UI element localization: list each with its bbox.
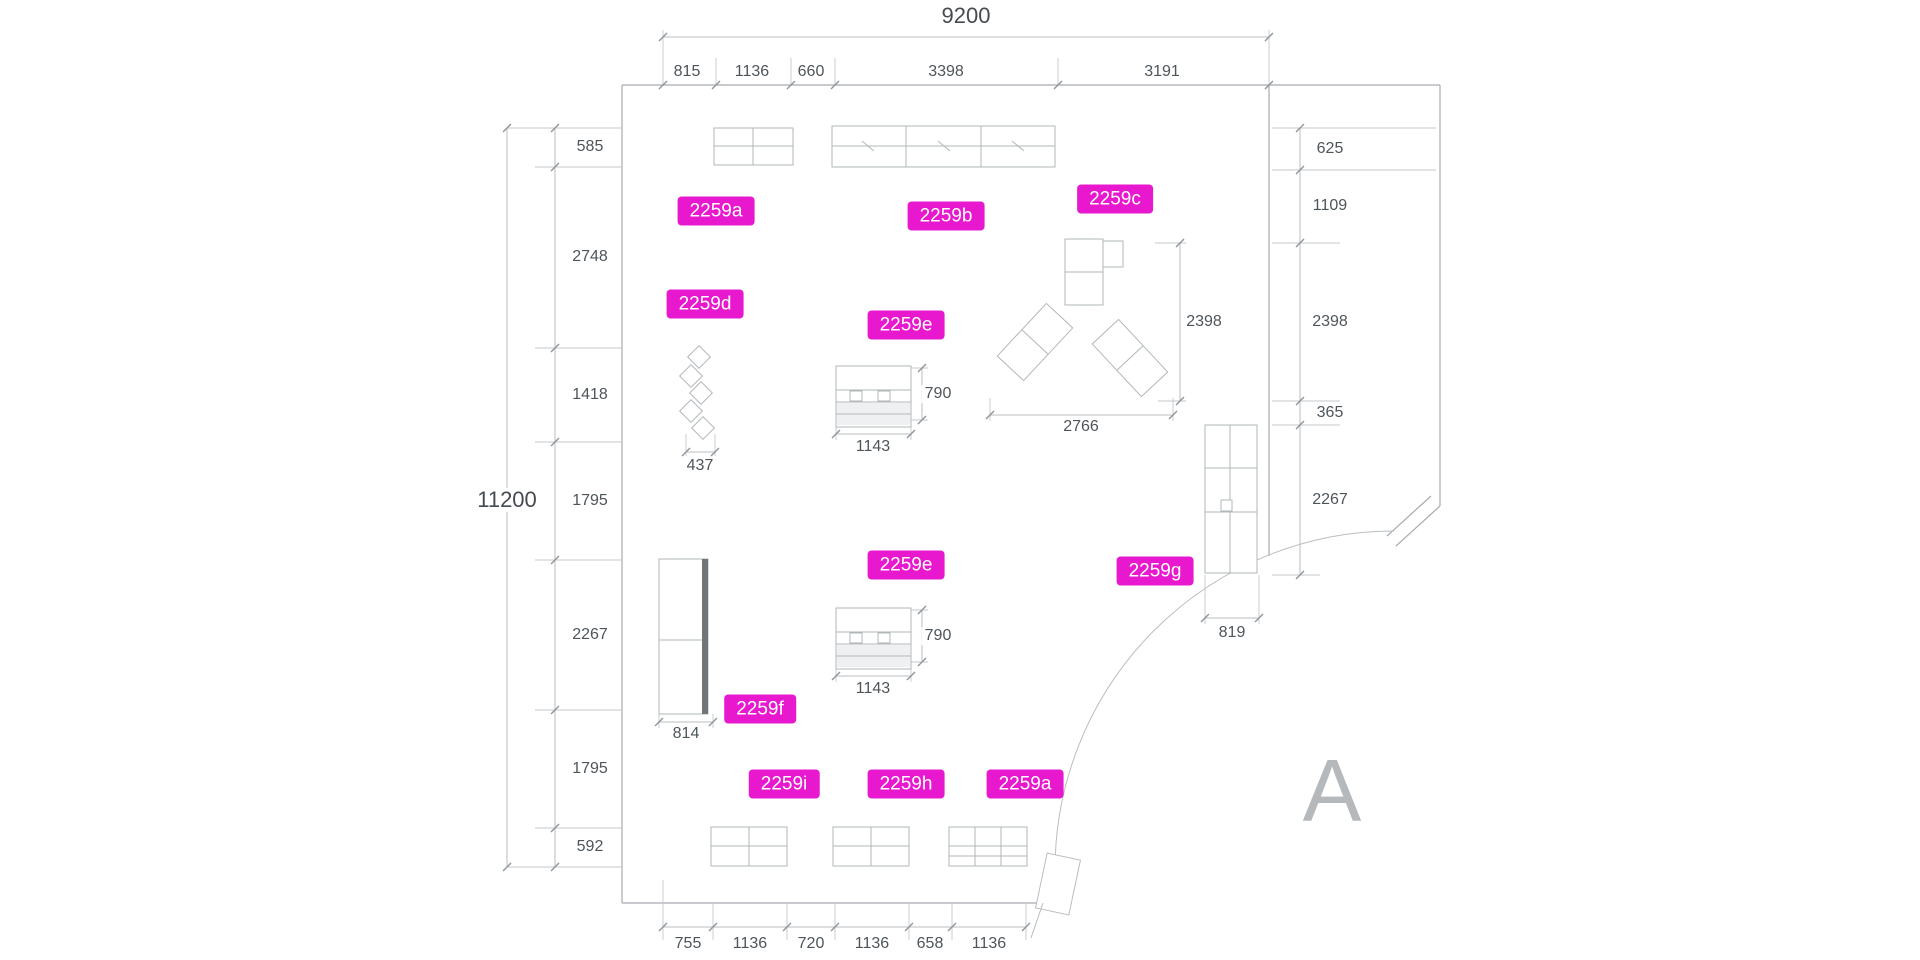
dim-right-4: 2267 (1309, 491, 1351, 509)
tag-2259b[interactable]: 2259b (907, 201, 985, 231)
dim-bottom-4: 658 (913, 935, 947, 953)
dim-left-4: 2267 (569, 626, 611, 644)
tag-2259c[interactable]: 2259c (1077, 184, 1153, 214)
door-arc (1054, 530, 1395, 871)
cabinet-top-left (713, 127, 794, 166)
wall-outline (621, 84, 1441, 904)
dim-right-3: 365 (1313, 404, 1347, 422)
dimension-ticks (502, 32, 1305, 932)
dim-sofa-depth: 2398 (1183, 313, 1225, 331)
dim-left-6: 592 (573, 838, 607, 856)
dim-top-4: 3191 (1141, 63, 1183, 81)
dim-left-5: 1795 (569, 760, 611, 778)
dim-top-0: 815 (670, 63, 704, 81)
dim-wardrobe-width: 814 (669, 725, 703, 743)
tag-2259a-bottom[interactable]: 2259a (986, 769, 1064, 799)
tag-2259d[interactable]: 2259d (666, 289, 744, 319)
wall-corner-angled (1386, 495, 1441, 547)
tag-2259f[interactable]: 2259f (724, 694, 796, 724)
tag-2259i[interactable]: 2259i (748, 769, 820, 799)
dim-diamond-run: 437 (683, 457, 717, 475)
door-swing (1030, 530, 1395, 939)
dim-table-upper-depth: 790 (921, 385, 955, 403)
table-lower (835, 607, 912, 670)
tag-2259g[interactable]: 2259g (1116, 556, 1194, 586)
dim-overall-height: 11200 (473, 487, 541, 513)
tag-2259h[interactable]: 2259h (867, 769, 945, 799)
wardrobe-left (658, 558, 709, 715)
dim-right-0: 625 (1313, 140, 1347, 158)
cabinet-bottom-middle (832, 826, 910, 867)
dim-left-2: 1418 (569, 386, 611, 404)
dim-left-3: 1795 (569, 492, 611, 510)
door-jamb (1030, 902, 1044, 939)
dim-bottom-2: 720 (794, 935, 828, 953)
dim-table-upper-width: 1143 (852, 438, 894, 456)
tag-2259e-upper[interactable]: 2259e (867, 310, 945, 340)
tag-2259a-top[interactable]: 2259a (677, 196, 755, 226)
door-leaf (1034, 852, 1082, 916)
dim-top-1: 1136 (731, 63, 773, 81)
dim-bottom-1: 1136 (729, 935, 771, 953)
sofa-sectional (996, 238, 1169, 398)
dim-right-2: 2398 (1309, 313, 1351, 331)
tag-2259e-lower[interactable]: 2259e (867, 550, 945, 580)
dim-top-2: 660 (794, 63, 828, 81)
dim-bottom-3: 1136 (851, 935, 893, 953)
dim-bottom-0: 755 (671, 935, 705, 953)
sheet-letter: A (1302, 741, 1362, 840)
dim-left-1: 2748 (569, 248, 611, 266)
dim-table-lower-depth: 790 (921, 627, 955, 645)
cabinet-bottom-right (948, 826, 1028, 867)
dim-table-lower-width: 1143 (852, 680, 894, 698)
dim-right-1: 1109 (1309, 197, 1351, 215)
dim-bottom-5: 1136 (968, 935, 1010, 953)
dim-top-3: 3398 (925, 63, 967, 81)
dim-sofa-width: 2766 (1060, 418, 1102, 436)
cabinet-top-middle (831, 125, 1056, 168)
diamond-chair-run (678, 344, 716, 441)
cabinet-right (1204, 424, 1258, 574)
cabinet-bottom-left (710, 826, 788, 867)
table-upper (835, 365, 912, 428)
dim-left-0: 585 (573, 138, 607, 156)
dim-overall-width: 9200 (937, 3, 995, 29)
dim-cabinet-right-width: 819 (1215, 624, 1249, 642)
